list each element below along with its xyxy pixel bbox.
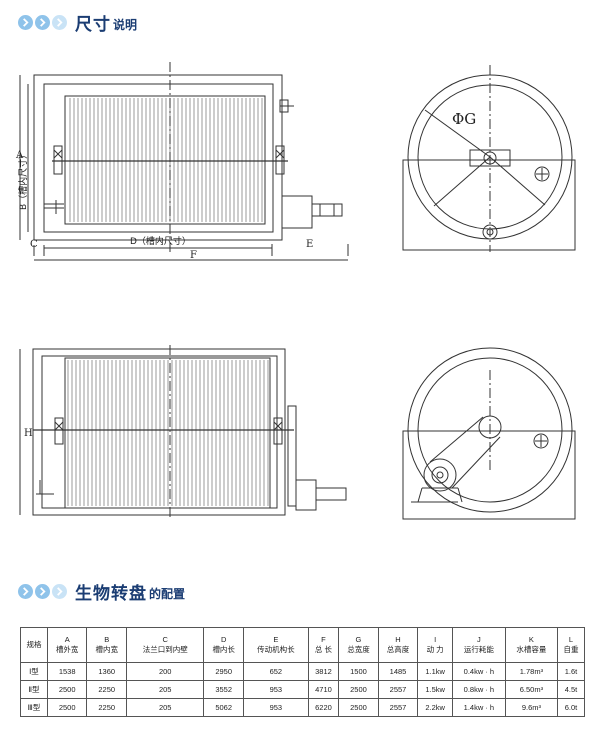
- chevron-right-icon: [18, 584, 33, 599]
- label-D: D（槽内尺寸）: [130, 235, 191, 247]
- section-header-configuration: 生物转盘 的配置: [18, 579, 185, 604]
- label-C: C: [30, 239, 38, 250]
- chevron-right-icon: [18, 15, 33, 30]
- plan-view-top: [19, 62, 349, 261]
- section-title: 尺寸: [75, 15, 111, 35]
- chevron-right-icon: [52, 15, 67, 30]
- side-view-top: [402, 65, 576, 252]
- section-header-dimensions: 尺寸 说明: [18, 10, 137, 35]
- section-title-suffix: 说明: [113, 18, 138, 32]
- technical-drawings: A B（槽内尺寸） C D（槽内尺寸） E F ΦG H: [15, 62, 576, 520]
- chevron-right-icon: [35, 15, 50, 30]
- section-title: 生物转盘: [75, 584, 147, 604]
- label-E: E: [306, 239, 313, 250]
- side-view-bottom: [402, 347, 576, 520]
- col-header: 规格: [20, 627, 48, 663]
- arrow-icons: [18, 15, 67, 30]
- label-B: B（槽内尺寸）: [17, 150, 29, 210]
- chevron-right-icon: [52, 584, 67, 599]
- plan-view-bottom: [19, 345, 347, 520]
- section-title-suffix: 的配置: [149, 587, 186, 601]
- label-A: A: [15, 150, 24, 161]
- arrow-icons: [18, 584, 67, 599]
- label-F: F: [190, 250, 197, 261]
- label-H: H: [24, 428, 33, 439]
- label-G: ΦG: [452, 110, 476, 128]
- chevron-right-icon: [35, 584, 50, 599]
